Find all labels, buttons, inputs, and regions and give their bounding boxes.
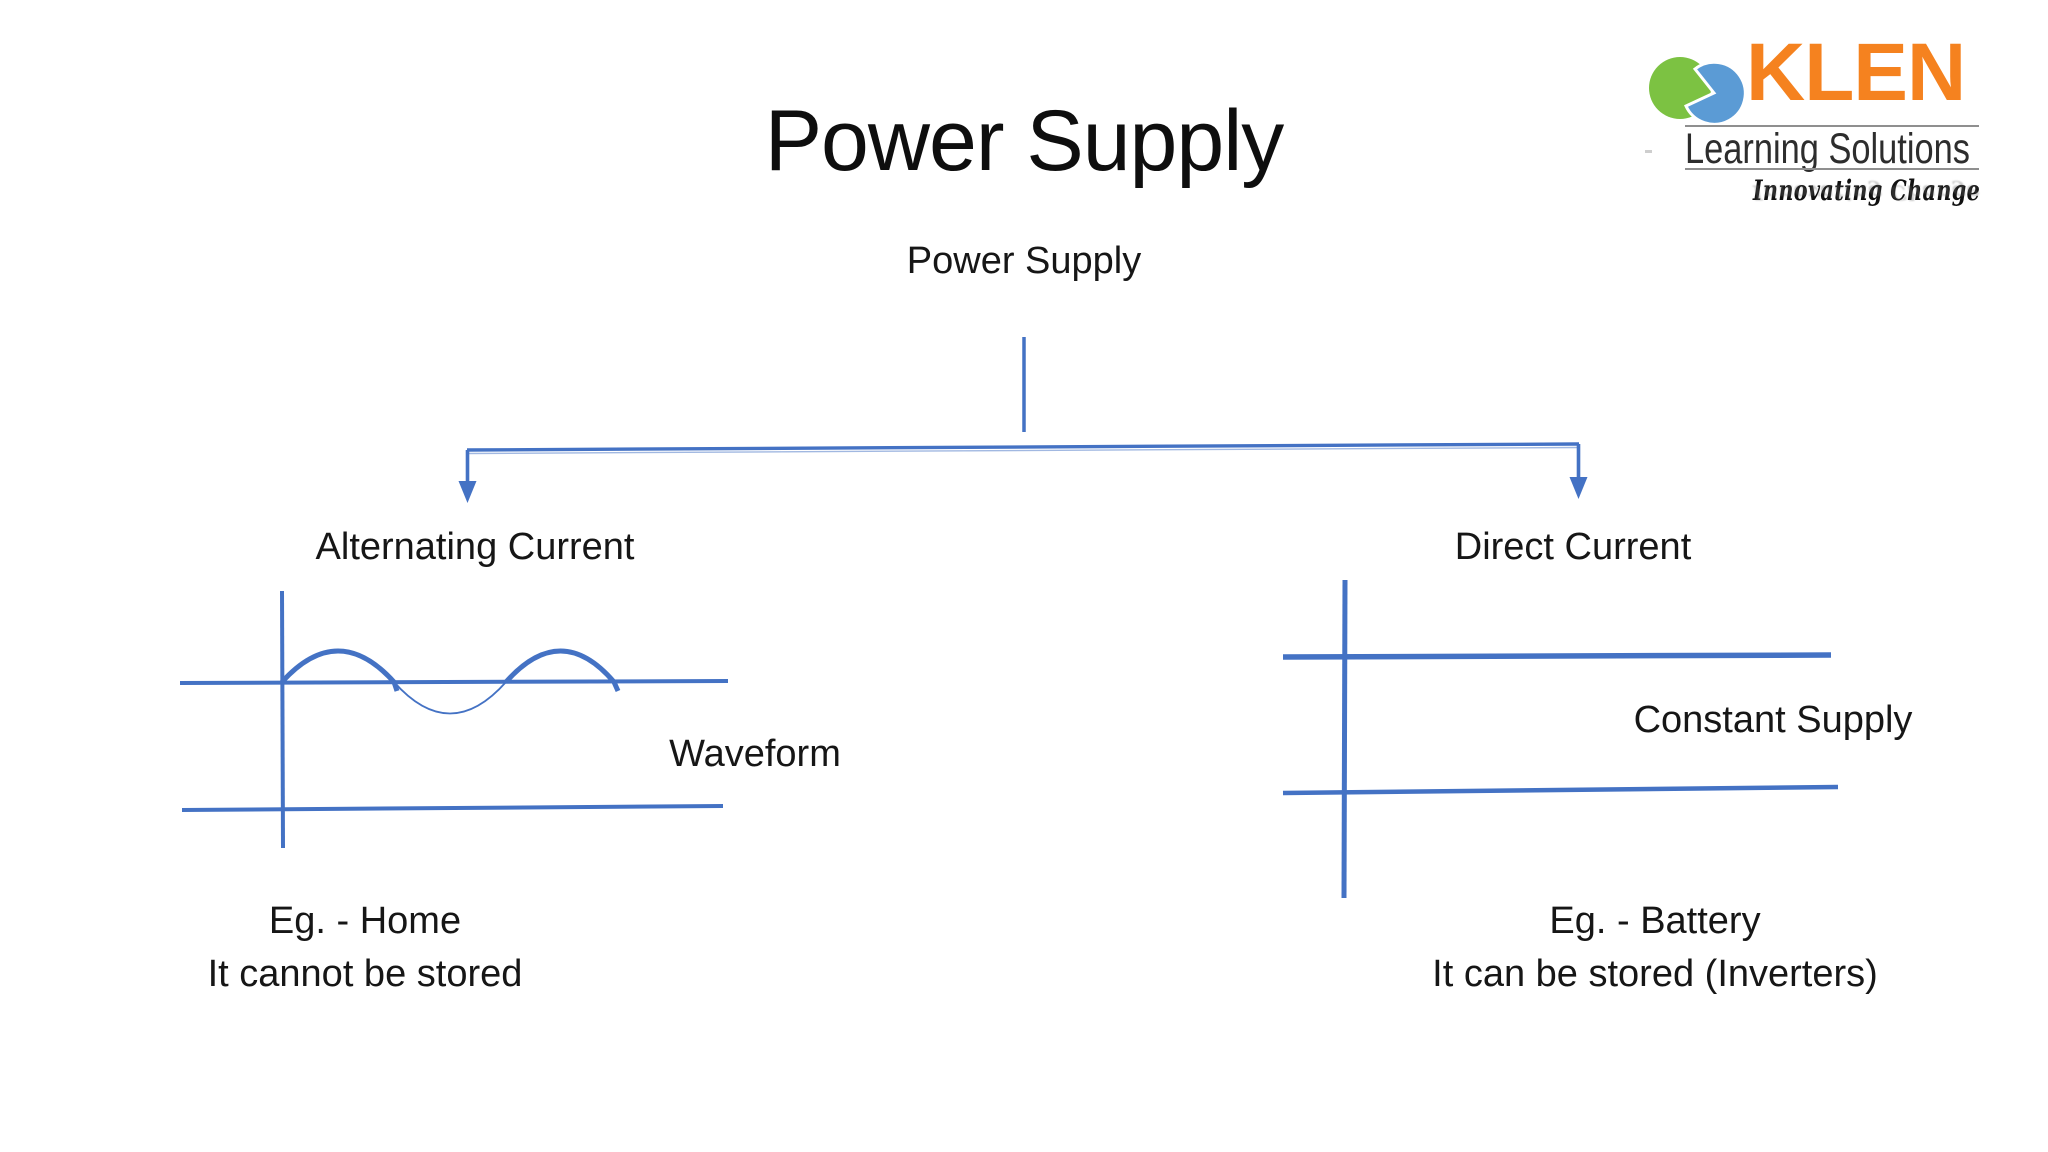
- klen-brand-text: KLEN: [1746, 27, 1966, 118]
- dc-constant-top-line: [1282, 652, 1832, 660]
- ac-example-line1: Eg. - Home: [268, 900, 462, 942]
- ac-axis-horizontal-line: [179, 679, 729, 685]
- branch-span-line-shadow: [466, 446, 1580, 455]
- logo-stray-mark: [1645, 150, 1652, 153]
- ac-example-line2: It cannot be stored: [207, 953, 523, 995]
- logo-rule-top: [1685, 125, 1979, 127]
- branch-label-alternating-current: Alternating Current: [315, 526, 635, 568]
- page-title: Power Supply: [764, 93, 1285, 189]
- waveform-caption: Waveform: [669, 733, 841, 775]
- logo-subtitle: Learning Solutions: [1685, 125, 1970, 173]
- left-branch-arrowhead-icon: [458, 481, 477, 503]
- ac-sine-hump-1: [280, 648, 400, 692]
- ac-sine-hump-2: [504, 648, 621, 693]
- logo-tagline: Innovating Change: [1752, 174, 1980, 207]
- root-node-label: Power Supply: [906, 240, 1142, 282]
- klen-swirl-icon: [1649, 57, 1747, 126]
- dc-example-line1: Eg. - Battery: [1549, 900, 1761, 942]
- branch-span-line: [466, 442, 1580, 452]
- ac-baseline-line: [181, 804, 724, 812]
- ac-axis-vertical-line: [280, 590, 285, 849]
- dc-constant-bottom-line: [1282, 784, 1839, 796]
- dc-example-line2: It can be stored (Inverters): [1432, 953, 1878, 995]
- branch-label-direct-current: Direct Current: [1454, 526, 1692, 568]
- ac-sine-dip: [393, 681, 507, 715]
- logo-tagline-reflection: Innovating Change: [1752, 180, 1980, 204]
- klen-logo: KLEN Learning Solutions Innovating Chang…: [1645, 32, 2025, 242]
- logo-rule-bottom: [1685, 168, 1979, 170]
- ac-example-text: Eg. - Home It cannot be stored: [115, 895, 615, 1001]
- dc-axis-vertical-line: [1341, 579, 1348, 899]
- right-branch-arrowhead-icon: [1569, 477, 1588, 499]
- dc-example-text: Eg. - Battery It can be stored (Inverter…: [1405, 895, 1905, 1001]
- constant-supply-caption: Constant Supply: [1633, 699, 1913, 741]
